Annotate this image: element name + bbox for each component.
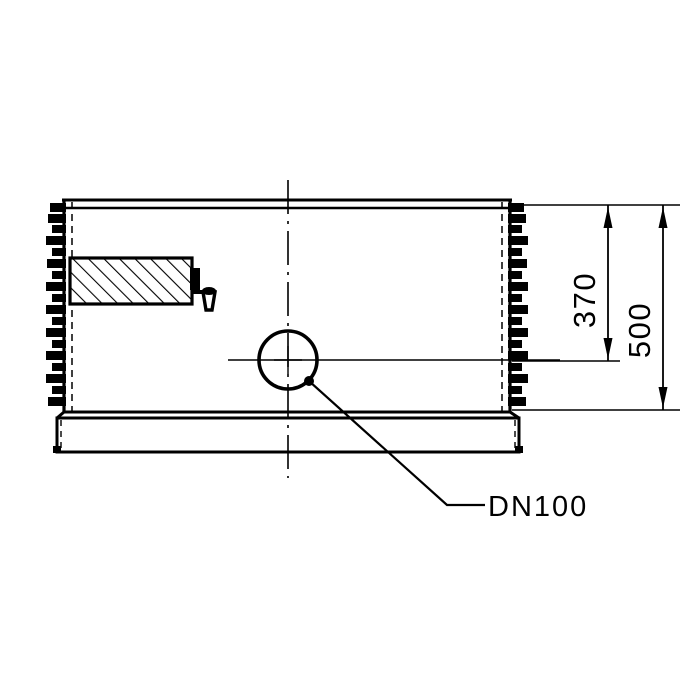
dim-370-value: 370: [567, 272, 602, 328]
hatched-bracket-section: [68, 256, 194, 306]
leader-line: [308, 380, 485, 507]
left-wall-ribs: [46, 203, 66, 406]
dimension-370: 370: [512, 204, 680, 362]
dim-500-arrow-top: [658, 207, 668, 228]
right-wall-ribs: [508, 203, 528, 406]
latch-hook-detail: [190, 268, 218, 312]
dim-370-arrow-top: [603, 207, 613, 228]
outlet-callout-label: DN100: [488, 491, 588, 523]
base-flange-skirt: [53, 410, 523, 454]
dim-500-arrow-bottom: [658, 387, 668, 408]
dimension-500: 500: [512, 205, 680, 411]
dim-370-arrow-bottom: [603, 338, 613, 359]
outlet-callout-leader: [304, 376, 485, 507]
circular-outlet-opening: [257, 329, 319, 391]
dim-500-value: 500: [622, 302, 657, 358]
